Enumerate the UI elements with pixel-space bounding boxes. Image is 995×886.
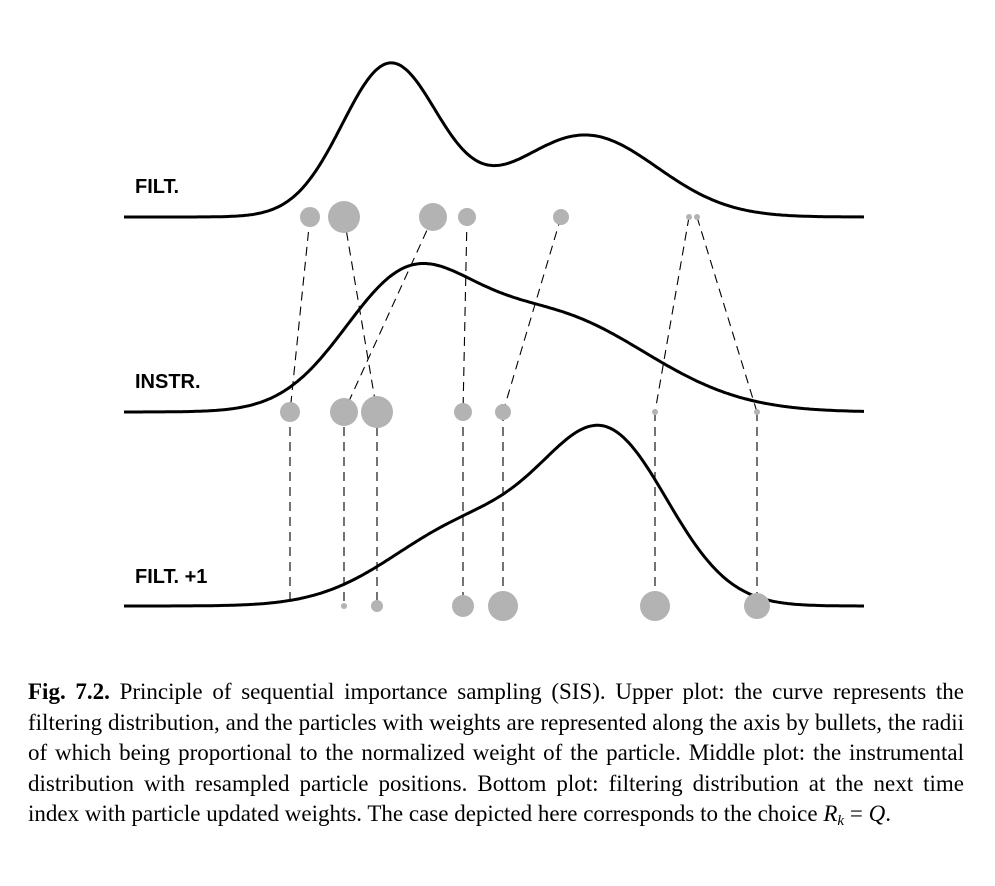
particle [754,409,760,415]
caption-label: Fig. 7.2. [28,679,110,704]
figure-caption: Fig. 7.2. Principle of sequential import… [28,679,964,830]
particle [553,209,569,225]
particles [280,201,770,621]
label-filt-next: FILT. +1 [135,566,207,588]
particle [371,600,383,612]
particle [488,591,518,621]
particle [744,593,770,619]
particle [454,403,472,421]
particle-link [343,216,434,413]
particle [640,591,670,621]
particle [419,203,447,231]
particle [341,603,347,609]
particle [280,402,300,422]
particle-link [343,216,378,413]
particle-links [289,216,758,606]
label-filt: FILT. [135,176,179,198]
particle [694,214,700,220]
particle [652,409,658,415]
particle [328,201,360,233]
label-instr: INSTR. [135,371,201,393]
particle-link [654,216,690,413]
particle [300,207,320,227]
particle-link [289,216,311,413]
sis-figure: FILT. INSTR. FILT. +1 [124,61,865,621]
caption-math: Rk [823,801,845,830]
instrumental-curve [124,262,864,414]
particle [458,208,476,226]
particle-link [696,216,758,413]
filtering-curve [124,61,865,219]
particle-link [502,216,562,413]
particle-link [462,216,468,413]
particle [330,398,358,426]
next-filtering-curve [124,423,864,608]
particle [686,214,692,220]
particle [452,595,474,617]
caption-text: Principle of sequential importance sampl… [28,679,964,827]
particle [361,396,393,428]
particle [495,404,511,420]
